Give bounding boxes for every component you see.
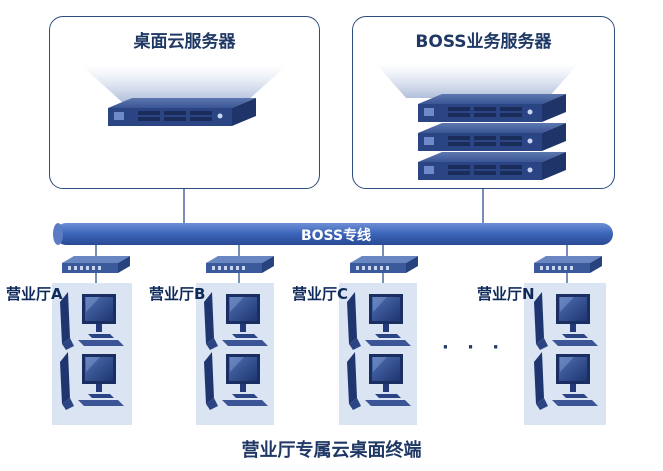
desktop-computer-icon-b2 <box>204 352 268 410</box>
desktop-computer-icon-n1 <box>534 292 598 350</box>
desktop-computer-icon-n2 <box>534 352 598 410</box>
desktop-cloud-server-title: 桌面云服务器 <box>133 32 236 52</box>
desktop-cloud-server-box: 桌面云服务器 <box>49 16 320 189</box>
diagram-caption: 营业厅专属云桌面终端 <box>241 440 422 461</box>
backbone-label: BOSS专线 <box>301 227 371 244</box>
desktop-computer-icon-c2 <box>347 352 411 410</box>
desktop-computer-icon-a2 <box>60 352 124 410</box>
switch-icon-b <box>206 256 274 273</box>
more-halls-ellipsis: · · · <box>442 337 506 358</box>
desktop-computer-icon-b1 <box>204 292 268 350</box>
switch-icon-c <box>350 256 418 273</box>
hall-label-b: 营业厅B <box>149 285 206 303</box>
switch-icon-n <box>534 256 602 273</box>
boss-backbone-pipe: BOSS专线 <box>53 223 613 245</box>
desktop-cloud-rack-server-icon <box>82 66 286 126</box>
boss-rack-server-icon <box>376 64 578 180</box>
boss-server-title: BOSS业务服务器 <box>415 32 552 52</box>
hall-label-c: 营业厅C <box>292 285 349 303</box>
switch-icon-a <box>62 256 130 273</box>
hall-label-n: 营业厅N <box>477 285 535 303</box>
desktop-computer-icon-a1 <box>60 292 124 350</box>
desktop-computer-icon-c1 <box>347 292 411 350</box>
hall-label-a: 营业厅A <box>6 285 63 303</box>
